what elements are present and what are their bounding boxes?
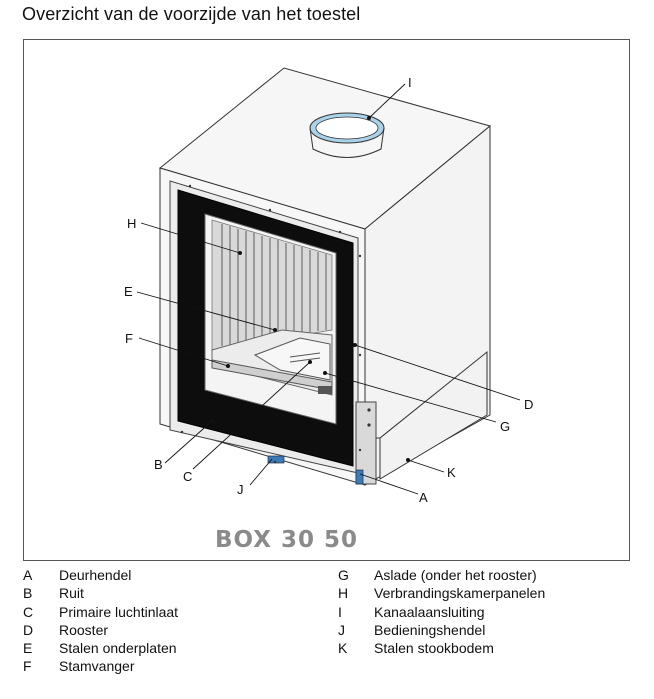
legend-right-column: G Aslade (onder het rooster) H Verbranding… [338, 566, 545, 657]
legend-item-c: C Primaire luchtinlaat [23, 603, 178, 621]
callout-d: D [524, 397, 533, 412]
legend-item-j: J Bedieningshendel [338, 621, 545, 639]
legend-key: C [23, 603, 34, 620]
legend-item-b: B Ruit [23, 584, 178, 602]
legend-key: E [23, 640, 33, 657]
callout-i: I [408, 75, 412, 90]
steel-base-plate [379, 350, 488, 480]
legend-key: K [338, 640, 348, 657]
legend-item-k: K Stalen stookbodem [338, 639, 545, 657]
door-handle [355, 401, 377, 485]
legend-text: Verbrandingskamerpanelen [374, 585, 546, 602]
callout-a: A [419, 490, 428, 505]
grate [253, 337, 331, 381]
legend-text: Primaire luchtinlaat [59, 603, 179, 620]
legend-key: J [338, 621, 345, 638]
callout-e: E [124, 284, 133, 299]
legend-text: Ruit [59, 585, 84, 602]
legend-item-e: E Stalen onderplaten [23, 639, 178, 657]
legend-text: Deurhendel [59, 567, 132, 583]
legend-key: I [338, 603, 342, 620]
callout-f: F [125, 331, 133, 346]
callout-b: B [154, 457, 163, 472]
callout-g: G [500, 419, 510, 434]
legend-item-g: G Aslade (onder het rooster) [338, 566, 545, 584]
control-lever [267, 455, 285, 464]
legend-key: F [23, 658, 32, 675]
callout-h: H [127, 216, 136, 231]
legend-text: Rooster [59, 621, 109, 638]
legend-key: D [23, 621, 34, 638]
legend-item-d: D Rooster [23, 621, 178, 639]
legend-key: A [23, 567, 33, 583]
legend-text: Kanaalaansluiting [374, 603, 485, 620]
figure-frame [23, 39, 630, 561]
legend-text: Stamvanger [59, 658, 135, 675]
legend-text: Bedieningshendel [374, 621, 486, 638]
legend-text: Aslade (onder het rooster) [374, 567, 537, 583]
legend-item-h: H Verbrandingskamerpanelen [338, 584, 545, 602]
callout-j: J [237, 482, 244, 497]
flue-connection [309, 112, 385, 158]
legend-key: G [338, 567, 349, 583]
legend-item-f: F Stamvanger [23, 657, 178, 675]
legend-key: B [23, 585, 33, 602]
legend-text: Stalen stookbodem [374, 640, 494, 657]
model-name: BOX 30 50 [215, 527, 358, 553]
legend-item-a: A Deurhendel [23, 566, 178, 584]
legend-item-i: I Kanaalaansluiting [338, 603, 545, 621]
page-title: Overzicht van de voorzijde van het toest… [22, 4, 361, 24]
legend-text: Stalen onderplaten [59, 640, 177, 657]
callout-c: C [183, 469, 192, 484]
callout-k: K [447, 465, 456, 480]
legend-key: H [338, 585, 349, 602]
